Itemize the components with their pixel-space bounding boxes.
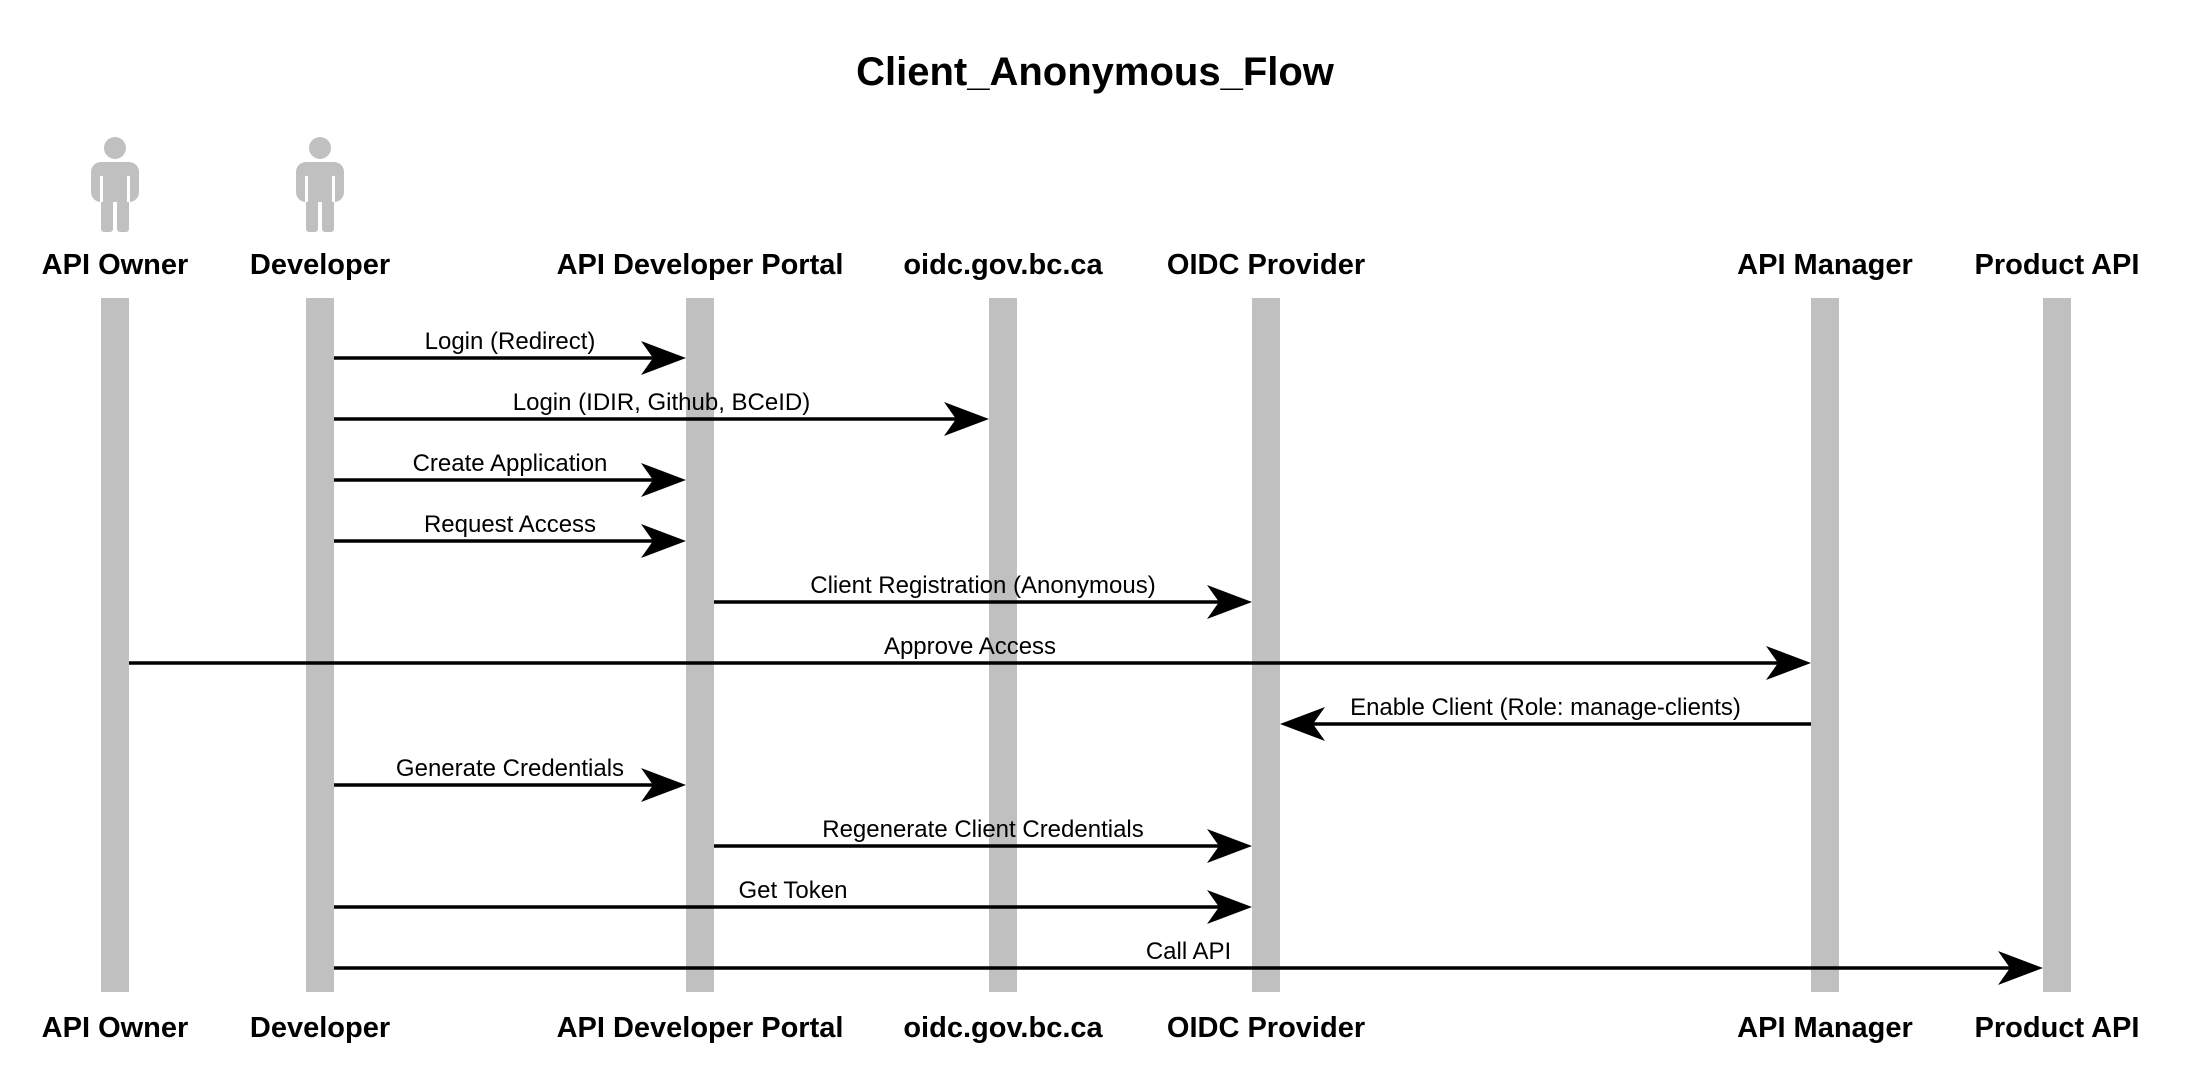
participant-label-top-product-api: Product API: [1975, 249, 2140, 281]
message-4: Request Access: [334, 511, 686, 558]
lifeline-oidc-gov-bc-ca: [989, 298, 1017, 992]
participant-label-top-api-developer-portal: API Developer Portal: [557, 249, 844, 281]
lifeline-developer: [306, 298, 334, 992]
message-label: Get Token: [739, 877, 848, 904]
participant-label-top-developer: Developer: [250, 249, 390, 281]
lifeline-oidc-provider: [1252, 298, 1280, 992]
message-7: Enable Client (Role: manage-clients): [1280, 694, 1811, 741]
message-9: Regenerate Client Credentials: [714, 816, 1252, 863]
participant-label-bottom-api-manager: API Manager: [1737, 1012, 1913, 1044]
arrowhead-icon: [1998, 951, 2043, 985]
arrowhead-icon: [944, 402, 989, 436]
message-label: Request Access: [424, 511, 596, 538]
participant-label-bottom-product-api: Product API: [1975, 1012, 2140, 1044]
participant-label-bottom-oidc-gov-bc-ca: oidc.gov.bc.ca: [903, 1012, 1103, 1044]
participant-label-top-oidc-gov-bc-ca: oidc.gov.bc.ca: [903, 249, 1103, 281]
participant-label-top-api-manager: API Manager: [1737, 249, 1913, 281]
lifeline-api-manager: [1811, 298, 1839, 992]
message-label: Generate Credentials: [396, 755, 624, 782]
message-label: Login (IDIR, Github, BCeID): [513, 389, 810, 416]
person-icon-developer: [296, 137, 344, 232]
participant-label-bottom-oidc-provider: OIDC Provider: [1167, 1012, 1365, 1044]
arrowhead-icon: [641, 341, 686, 375]
diagram-title: Client_Anonymous_Flow: [856, 50, 1335, 94]
participant-label-bottom-developer: Developer: [250, 1012, 390, 1044]
arrowhead-icon: [1766, 646, 1811, 680]
arrowhead-icon: [641, 768, 686, 802]
message-label: Client Registration (Anonymous): [810, 572, 1155, 599]
messages: Login (Redirect) Login (IDIR, Github, BCe…: [129, 328, 2043, 985]
lifeline-api-owner: [101, 298, 129, 992]
participant-label-top-oidc-provider: OIDC Provider: [1167, 249, 1365, 281]
message-5: Client Registration (Anonymous): [714, 572, 1252, 619]
message-label: Approve Access: [884, 633, 1056, 660]
actors: [91, 137, 344, 232]
message-label: Login (Redirect): [425, 328, 596, 355]
arrowhead-icon: [1207, 890, 1252, 924]
message-8: Generate Credentials: [334, 755, 686, 802]
lifeline-product-api: [2043, 298, 2071, 992]
participant-label-bottom-api-owner: API Owner: [42, 1012, 189, 1044]
lifelines: [101, 298, 2071, 992]
participant-label-top-api-owner: API Owner: [42, 249, 189, 281]
message-label: Create Application: [413, 450, 608, 477]
person-icon-api-owner: [91, 137, 139, 232]
message-2: Login (IDIR, Github, BCeID): [334, 389, 989, 436]
message-label: Call API: [1146, 938, 1231, 965]
arrowhead-icon: [1207, 585, 1252, 619]
participant-label-bottom-api-developer-portal: API Developer Portal: [557, 1012, 844, 1044]
message-3: Create Application: [334, 450, 686, 497]
message-10: Get Token: [334, 877, 1252, 924]
arrowhead-icon: [1280, 707, 1325, 741]
arrowhead-icon: [1207, 829, 1252, 863]
message-6: Approve Access: [129, 633, 1811, 680]
lifeline-api-developer-portal: [686, 298, 714, 992]
arrowhead-icon: [641, 463, 686, 497]
message-label: Enable Client (Role: manage-clients): [1350, 694, 1741, 721]
message-label: Regenerate Client Credentials: [822, 816, 1144, 843]
arrowhead-icon: [641, 524, 686, 558]
message-11: Call API: [334, 938, 2043, 985]
message-1: Login (Redirect): [334, 328, 686, 375]
